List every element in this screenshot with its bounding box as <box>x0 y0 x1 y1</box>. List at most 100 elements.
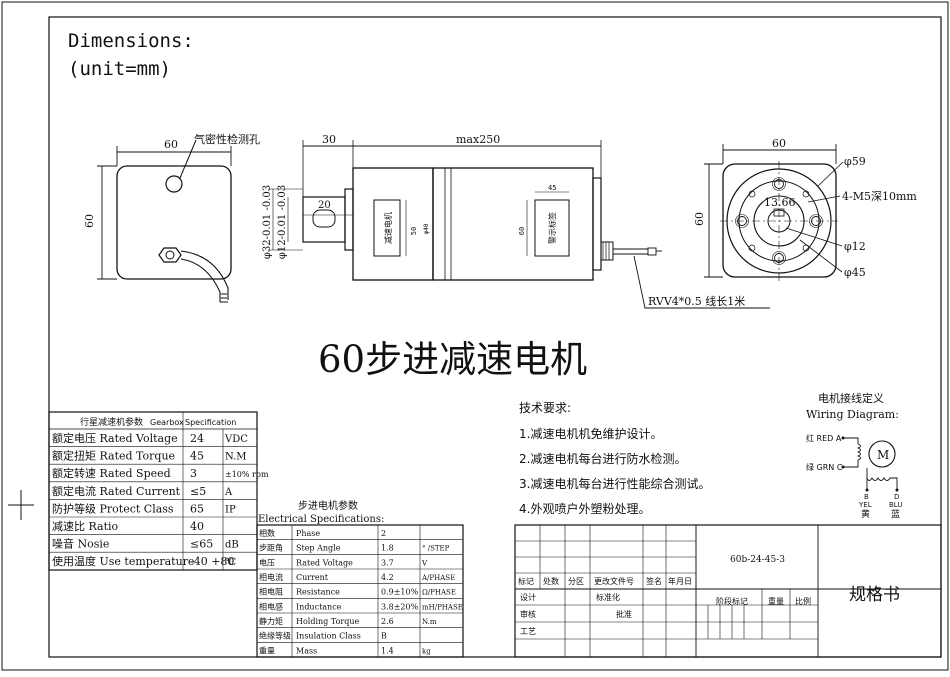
motor-endcap <box>592 177 602 271</box>
electrical-row-cn: 相数 <box>259 528 275 538</box>
gearbox-title-cn: 行星减速机参数 <box>80 416 143 428</box>
electrical-row-unit: V <box>421 559 428 567</box>
gearbox-row: 额定电流 Rated Current ≤5 A <box>49 481 257 500</box>
wire-yel-cn: 黄 <box>861 508 870 520</box>
bolt-hole-right <box>811 216 821 226</box>
gearbox-row-label: 额定扭矩 Rated Torque <box>52 449 175 463</box>
end-view: 13.66 60 60 φ59 4-M5深10mm φ12 φ45 <box>693 137 917 281</box>
electrical-row-cn: 相电感 <box>259 601 283 611</box>
reducer-dim-50: 50 <box>410 227 418 235</box>
wire-red-label: 红 RED A <box>806 433 842 443</box>
electrical-title-en: Electrical Specifications: <box>258 514 384 525</box>
electrical-row-value: 1.4 <box>381 646 394 655</box>
dimensions-heading: Dimensions: <box>68 30 194 52</box>
reducer-phi40: φ40 <box>423 223 430 234</box>
end-phi59: φ59 <box>844 155 866 168</box>
electrical-row-cn: 步距角 <box>259 543 283 553</box>
electrical-row-unit: kg <box>422 647 431 655</box>
gearbox-row-label: 额定电压 Rated Voltage <box>52 431 178 445</box>
gearbox-row-unit: VDC <box>224 434 248 445</box>
end-height-dim: 60 <box>693 212 706 226</box>
tech-heading: 技术要求: <box>519 401 571 415</box>
gearbox-row-value: -40 +80 <box>190 555 234 568</box>
coil-ac <box>843 437 861 468</box>
wire-blu-cn: 蓝 <box>891 508 900 520</box>
gearbox-row-unit: A <box>224 487 233 498</box>
dim-max250: max250 <box>456 133 500 146</box>
gearbox-row-unit: dB <box>225 540 239 551</box>
left-view-body <box>116 165 232 280</box>
electrical-row-cn: 电压 <box>259 557 275 567</box>
drawing-number: 60b-24-45-3 <box>730 555 785 565</box>
electrical-row-cn: 绝缘等级 <box>259 631 291 641</box>
bolt-hole-bottom <box>774 253 784 263</box>
wire-blu: BLU <box>889 501 902 509</box>
nameplate-dim-60: 60 <box>518 227 526 235</box>
cable-label: RVV4*0.5 线长1米 <box>648 294 745 308</box>
gearbox-row-value: ≤5 <box>190 485 206 498</box>
dim-30: 30 <box>322 133 336 146</box>
dim-shaft-12: φ12-0.01 -0.03 <box>277 185 288 259</box>
gearbox-row-unit: ℃ <box>225 557 236 568</box>
electrical-row-en: Mass <box>296 646 317 655</box>
nameplate-dim-45: 45 <box>548 184 556 192</box>
flange-step <box>344 188 354 251</box>
electrical-row-unit: ° /STEP <box>422 545 450 553</box>
tb-zhongliang: 重量 <box>768 596 784 606</box>
cable-gland <box>158 247 229 303</box>
cable-leader <box>633 255 770 309</box>
gearbox-row-value: 45 <box>190 450 204 463</box>
electrical-row-en: Insulation Class <box>296 632 361 641</box>
gearbox-body <box>352 167 434 281</box>
electrical-row-unit: mH/PHASE <box>422 603 463 611</box>
tb-biaoji: 标记 <box>518 576 534 586</box>
tech-item-4: 4.外观喷户外塑粉处理。 <box>519 501 650 516</box>
gearbox-row: 使用温度 Use temperature-40 +80℃ <box>49 552 257 571</box>
tb-pizhun: 批准 <box>616 609 632 619</box>
tb-nianyueri: 年月日 <box>668 576 692 586</box>
gearbox-row-value: 40 <box>190 520 204 533</box>
electrical-row-unit: A/PHASE <box>421 574 455 582</box>
gearbox-spec-table: 行星减速机参数 Gearbox Specification 额定电压 Rated… <box>48 411 269 571</box>
tb-chushu: 处数 <box>543 576 559 586</box>
tech-item-3: 3.减速电机每台进行性能综合测试。 <box>519 476 710 491</box>
gearbox-row-value: ≤65 <box>190 538 213 551</box>
tb-sheji: 设计 <box>520 592 536 602</box>
tb-jieduan: 阶段标记 <box>716 596 748 606</box>
gearbox-row-unit: IP <box>225 504 236 515</box>
electrical-row-en: Current <box>296 573 329 582</box>
leak-test-hole <box>165 175 183 193</box>
bolt-hole-top <box>774 179 784 189</box>
nameplate-label: 警示标签 <box>547 212 557 244</box>
gearbox-row-label: 额定电流 Rated Current <box>52 484 181 498</box>
end-phi12: φ12 <box>844 240 866 253</box>
gearbox-row-unit: ±10% rpm <box>225 470 269 479</box>
document-name: 规格书 <box>849 585 900 605</box>
wire-yel: YEL <box>858 501 872 509</box>
tb-biaozhunhua: 标准化 <box>596 592 620 602</box>
electrical-row-value: B <box>381 632 387 641</box>
wiring-diagram: 电机接线定义 Wiring Diagram: M 红 RED A 绿 GRN C… <box>806 391 902 520</box>
electrical-row-en: Inductance <box>296 602 342 611</box>
gearbox-title-spec: Specification <box>185 418 236 427</box>
electrical-row-value: 4.2 <box>381 573 394 582</box>
bolt-hole-left <box>737 216 747 226</box>
tb-genggai: 更改文件号 <box>594 576 634 586</box>
left-height-dim: 60 <box>83 214 96 228</box>
tb-bili: 比例 <box>795 596 811 606</box>
electrical-row-cn: 相电阻 <box>259 587 283 597</box>
electrical-row-cn: 相电流 <box>259 572 283 582</box>
electrical-row-value: 0.9±10% <box>381 588 419 597</box>
